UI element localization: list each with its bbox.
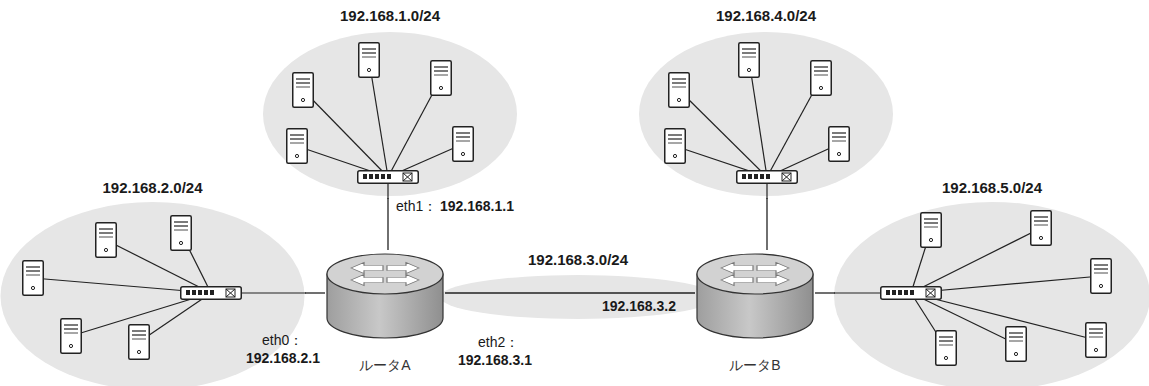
subnet-ellipse [262,6,518,198]
router-top [697,254,813,294]
subnet-address: 192.168.2.0/24 [0,178,305,198]
ip-address: 192.168.2.1 [246,350,320,367]
server-icon [1091,259,1112,294]
router-arrow [351,263,383,274]
router-arrow [721,263,753,274]
subnet-address: 192.168.4.0/24 [638,6,894,26]
router-node: ルータB [695,250,815,382]
server-icon [171,216,192,251]
router-arrow [387,263,419,274]
server-icon [1031,211,1052,246]
router-shape [695,250,815,342]
subnet-address: 192.168.3.0/24 [438,250,718,270]
server-icon [665,129,686,164]
router-arrow [757,263,789,274]
subnet-fill [263,32,517,196]
switch-icon [358,171,419,184]
server-icon [1006,327,1027,362]
router-arrows [351,263,419,286]
router-arrow [387,275,419,286]
server-icon [96,223,117,258]
switch-icon [881,287,942,300]
ip-address: 192.168.1.1 [440,198,514,215]
server-icon [453,127,474,162]
router-node: ルータA [325,250,445,382]
subnet-fill [639,32,893,196]
router-name: ルータA [325,356,445,374]
network-link [766,198,767,250]
subnet-address: 192.168.1.0/24 [262,6,518,26]
subnet-fill [834,202,1149,386]
server-icon [129,325,150,360]
network-link [815,292,835,293]
server-icon [287,129,308,164]
subnet-fill [440,275,716,319]
network-link [305,292,325,293]
router-arrow [757,275,789,286]
server-icon [293,73,314,108]
ip-address: 192.168.3.1 [458,352,532,369]
switch-icon [181,287,242,300]
switch-icon [737,171,798,184]
server-icon [921,213,942,248]
subnet-region: 192.168.5.0/24 [835,178,1149,386]
interface-name: eth1： [396,198,437,215]
router-arrow [721,275,753,286]
server-icon [1086,323,1107,358]
server-icon [936,331,957,366]
subnet-region: 192.168.4.0/24 [638,6,894,198]
interface-name: eth0： [262,332,303,349]
ip-address: 192.168.3.2 [602,298,676,315]
subnet-address: 192.168.5.0/24 [835,178,1149,198]
server-icon [359,43,380,78]
subnet-region: 192.168.1.0/24 [262,6,518,198]
network-link [445,292,695,293]
router-top [327,254,443,294]
network-link [387,198,388,250]
server-icon [811,61,832,96]
router-name: ルータB [695,356,815,374]
subnet-ellipse [835,178,1149,386]
subnet-region: 192.168.3.0/24 [438,250,718,322]
interface-name: eth2： [478,334,519,351]
server-icon [669,73,690,108]
router-shape [325,250,445,342]
subnet-ellipse [638,6,894,198]
server-icon [829,127,850,162]
router-arrow [351,275,383,286]
router-arrows [721,263,789,286]
server-icon [61,319,82,354]
server-icon [431,61,452,96]
server-icon [739,43,760,78]
server-icon [23,261,44,296]
